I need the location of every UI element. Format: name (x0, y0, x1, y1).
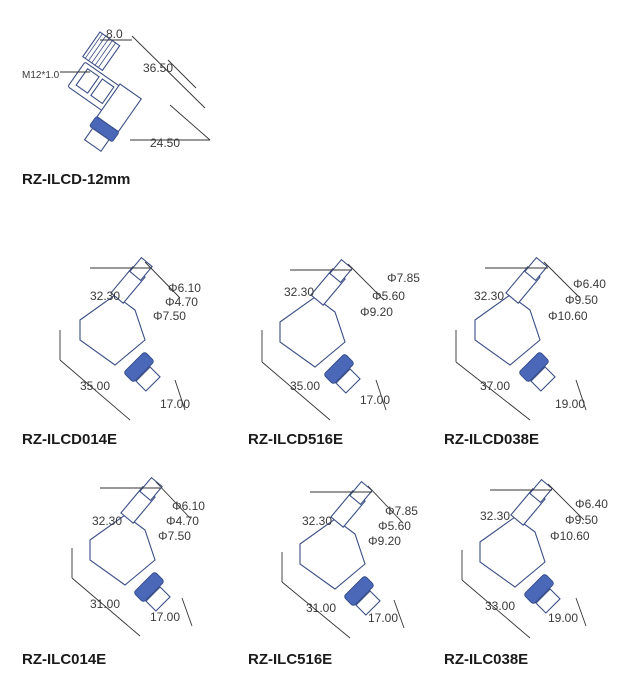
dim-a: 8.0 (106, 27, 123, 41)
dim-l1: 32.30 (90, 289, 120, 303)
fitting-12mm: M12*1.0 8.0 36.50 24.50 RZ-ILCD-12mm (22, 27, 211, 188)
fitting-drawing (474, 256, 556, 392)
dim-d1: Φ7.85 (387, 271, 420, 285)
dim-l2: 31.00 (306, 601, 336, 615)
dim-d1: Φ6.40 (575, 497, 608, 511)
dim-l3: 19.00 (555, 397, 585, 411)
fitting-title: RZ-ILCD-12mm (22, 171, 130, 188)
dim-d2: Φ9.50 (565, 293, 598, 307)
fitting-title: RZ-ILC038E (444, 651, 528, 668)
fitting-title: RZ-ILC014E (22, 651, 106, 668)
dim-d3: Φ10.60 (550, 529, 590, 543)
dim-d2: Φ4.70 (166, 514, 199, 528)
dim-l3: 19.00 (548, 611, 578, 625)
dim-d3: Φ10.60 (548, 309, 588, 323)
dim-l1: 32.30 (474, 289, 504, 303)
dim-l3: 17.00 (368, 611, 398, 625)
fitting-12mm-drawing (68, 31, 143, 153)
dim-l2: 31.00 (90, 597, 120, 611)
dim-d2: Φ4.70 (165, 295, 198, 309)
dim-l1: 32.30 (480, 509, 510, 523)
dim-d1: Φ7.85 (385, 504, 418, 518)
dim-l1: 32.30 (284, 285, 314, 299)
dim-d1: Φ6.10 (168, 281, 201, 295)
fitting-drawing (279, 258, 361, 394)
dim-d3: Φ7.50 (153, 309, 186, 323)
fitting-card: 32.30 Φ7.85 Φ5.60 Φ9.20 35.00 17.00 RZ-I… (248, 258, 420, 448)
fitting-drawing (89, 476, 171, 612)
dim-b: 36.50 (143, 61, 173, 75)
dim-l3: 17.00 (160, 397, 190, 411)
fitting-drawing (299, 480, 381, 616)
dim-d1: Φ6.10 (172, 499, 205, 513)
dim-d3: Φ9.20 (368, 534, 401, 548)
fitting-card: 32.30 Φ6.10 Φ4.70 Φ7.50 31.00 17.00 RZ-I… (22, 476, 205, 668)
dim-l2: 33.00 (485, 599, 515, 613)
dim-l1: 32.30 (302, 514, 332, 528)
fitting-drawing (79, 256, 161, 392)
thread-label: M12*1.0 (22, 70, 60, 81)
fitting-title: RZ-ILCD014E (22, 431, 117, 448)
dim-d2: Φ5.60 (378, 519, 411, 533)
dim-l2: 35.00 (290, 379, 320, 393)
fitting-card: 32.30 Φ6.10 Φ4.70 Φ7.50 35.00 17.00 RZ-I… (22, 256, 201, 448)
dim-d2: Φ9.50 (565, 513, 598, 527)
fitting-card: 32.30 Φ6.40 Φ9.50 Φ10.60 37.00 19.00 RZ-… (444, 256, 606, 448)
fitting-title: RZ-ILC516E (248, 651, 332, 668)
dim-d3: Φ7.50 (158, 529, 191, 543)
fitting-card: 32.30 Φ6.40 Φ9.50 Φ10.60 33.00 19.00 RZ-… (444, 478, 608, 668)
dim-d1: Φ6.40 (573, 277, 606, 291)
dim-d2: Φ5.60 (372, 289, 405, 303)
dim-d3: Φ9.20 (360, 305, 393, 319)
fitting-drawing (479, 478, 561, 614)
dim-l2: 37.00 (480, 379, 510, 393)
dim-l3: 17.00 (360, 393, 390, 407)
fitting-card: 32.30 Φ7.85 Φ5.60 Φ9.20 31.00 17.00 RZ-I… (248, 480, 418, 668)
fitting-title: RZ-ILCD516E (248, 431, 343, 448)
dim-c: 24.50 (150, 136, 180, 150)
dim-l1: 32.30 (92, 514, 122, 528)
dim-l3: 17.00 (150, 610, 180, 624)
fitting-title: RZ-ILCD038E (444, 431, 539, 448)
dim-l2: 35.00 (80, 379, 110, 393)
